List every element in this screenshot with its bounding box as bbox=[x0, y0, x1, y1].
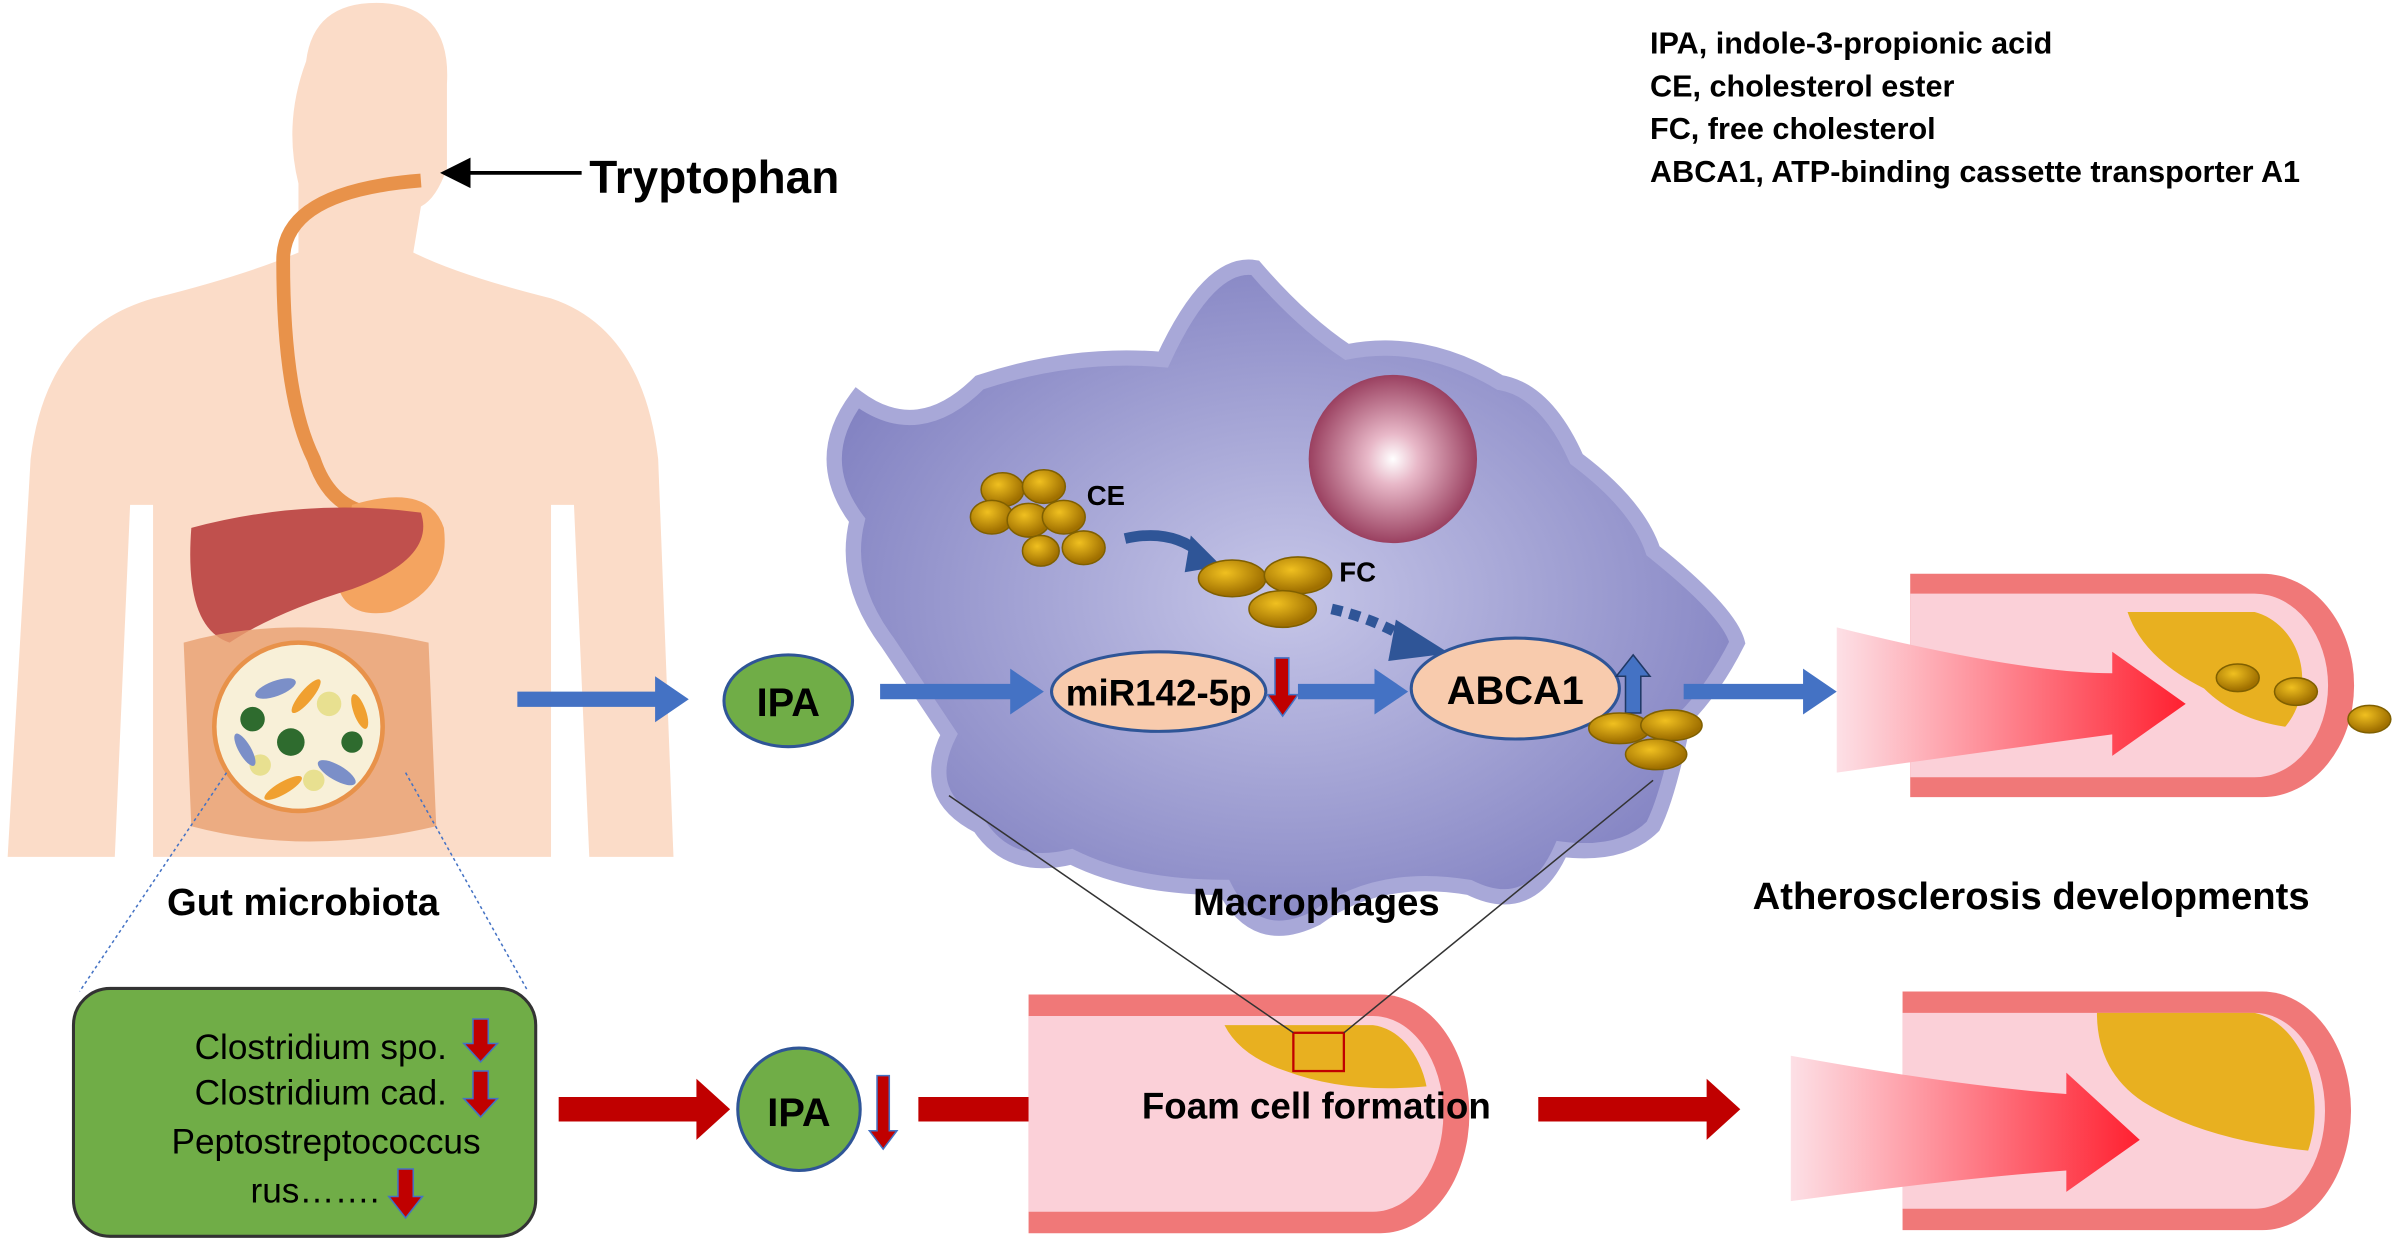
red-arrow bbox=[918, 1078, 1087, 1140]
artery-foam-cell bbox=[1028, 994, 1470, 1234]
legend-line: FC, free cholesterol bbox=[1650, 112, 1936, 146]
atherosclerosis-label: Atherosclerosis developments bbox=[1753, 875, 2310, 918]
blue-arrow bbox=[1297, 668, 1409, 715]
up-arrow-icon bbox=[1614, 653, 1652, 714]
down-arrow-icon bbox=[867, 1074, 899, 1151]
blue-arrow bbox=[880, 668, 1044, 715]
artery-reduced-plaque bbox=[1836, 573, 2355, 798]
abca1-label: ABCA1 bbox=[1447, 669, 1584, 713]
legend-line: ABCA1, ATP-binding cassette transporter … bbox=[1650, 155, 2300, 189]
abbreviation-legend: IPA, indole-3-propionic acid CE, cholest… bbox=[1650, 27, 2300, 190]
abca1-node bbox=[1409, 636, 1621, 741]
down-arrow-icon bbox=[387, 1168, 425, 1220]
bacteria-item: Clostridium spo. bbox=[195, 1028, 447, 1067]
esophagus bbox=[276, 173, 422, 520]
ipa-node-bottom bbox=[736, 1046, 862, 1173]
released-cholesterol bbox=[2215, 663, 2392, 734]
zoom-box bbox=[1292, 1031, 1346, 1073]
cholesterol-ester-cluster bbox=[969, 468, 1106, 567]
efflux-cholesterol bbox=[1588, 709, 1703, 771]
zoom-line bbox=[78, 772, 228, 992]
gut-microbiota-label: Gut microbiota bbox=[167, 881, 440, 924]
tryptophan-label: Tryptophan bbox=[589, 151, 839, 203]
blue-arrow bbox=[1683, 668, 1837, 715]
red-arrow bbox=[1538, 1078, 1741, 1140]
down-arrow-icon bbox=[1265, 657, 1300, 718]
arrowhead bbox=[1388, 619, 1450, 661]
zoom-line bbox=[404, 772, 529, 992]
legend-line: CE, cholesterol ester bbox=[1650, 69, 1955, 103]
bacteria-item: Clostridium cad. bbox=[195, 1074, 447, 1113]
ipa-label-bottom: IPA bbox=[767, 1091, 830, 1135]
ipa-node-top bbox=[722, 653, 855, 749]
zoom-line bbox=[1343, 779, 1654, 1034]
body-silhouette bbox=[7, 2, 674, 857]
bacteria-box bbox=[71, 986, 538, 1238]
legend-line: IPA, indole-3-propionic acid bbox=[1650, 27, 2052, 61]
zoom-line bbox=[948, 795, 1294, 1034]
mir142-node bbox=[1049, 650, 1268, 733]
bacteria-item: rus……. bbox=[251, 1172, 380, 1211]
liver bbox=[190, 507, 424, 643]
red-arrow bbox=[558, 1078, 731, 1140]
artery-advanced-plaque bbox=[1790, 991, 2352, 1231]
bacteria-list: Clostridium spo. Clostridium cad. Peptos… bbox=[172, 1028, 481, 1211]
down-arrow-icon bbox=[462, 1070, 500, 1119]
blue-arrow bbox=[517, 676, 689, 723]
human-body-illustration bbox=[7, 2, 674, 857]
mir142-label: miR142-5p bbox=[1066, 672, 1252, 713]
microbes bbox=[234, 678, 369, 800]
foam-cell-label: Foam cell formation bbox=[1142, 1085, 1491, 1126]
decrease-arrows bbox=[387, 1018, 500, 1220]
ipa-label-top: IPA bbox=[757, 681, 820, 725]
ce-label: CE bbox=[1087, 480, 1125, 511]
down-arrow-icon bbox=[462, 1018, 500, 1063]
fc-label: FC bbox=[1339, 556, 1376, 587]
free-cholesterol-cluster bbox=[1197, 556, 1333, 629]
nucleus bbox=[1308, 374, 1478, 544]
microbiota-magnifier bbox=[211, 640, 385, 814]
bacteria-item: Peptostreptococcus bbox=[172, 1123, 481, 1162]
macrophages-label: Macrophages bbox=[1193, 881, 1440, 924]
